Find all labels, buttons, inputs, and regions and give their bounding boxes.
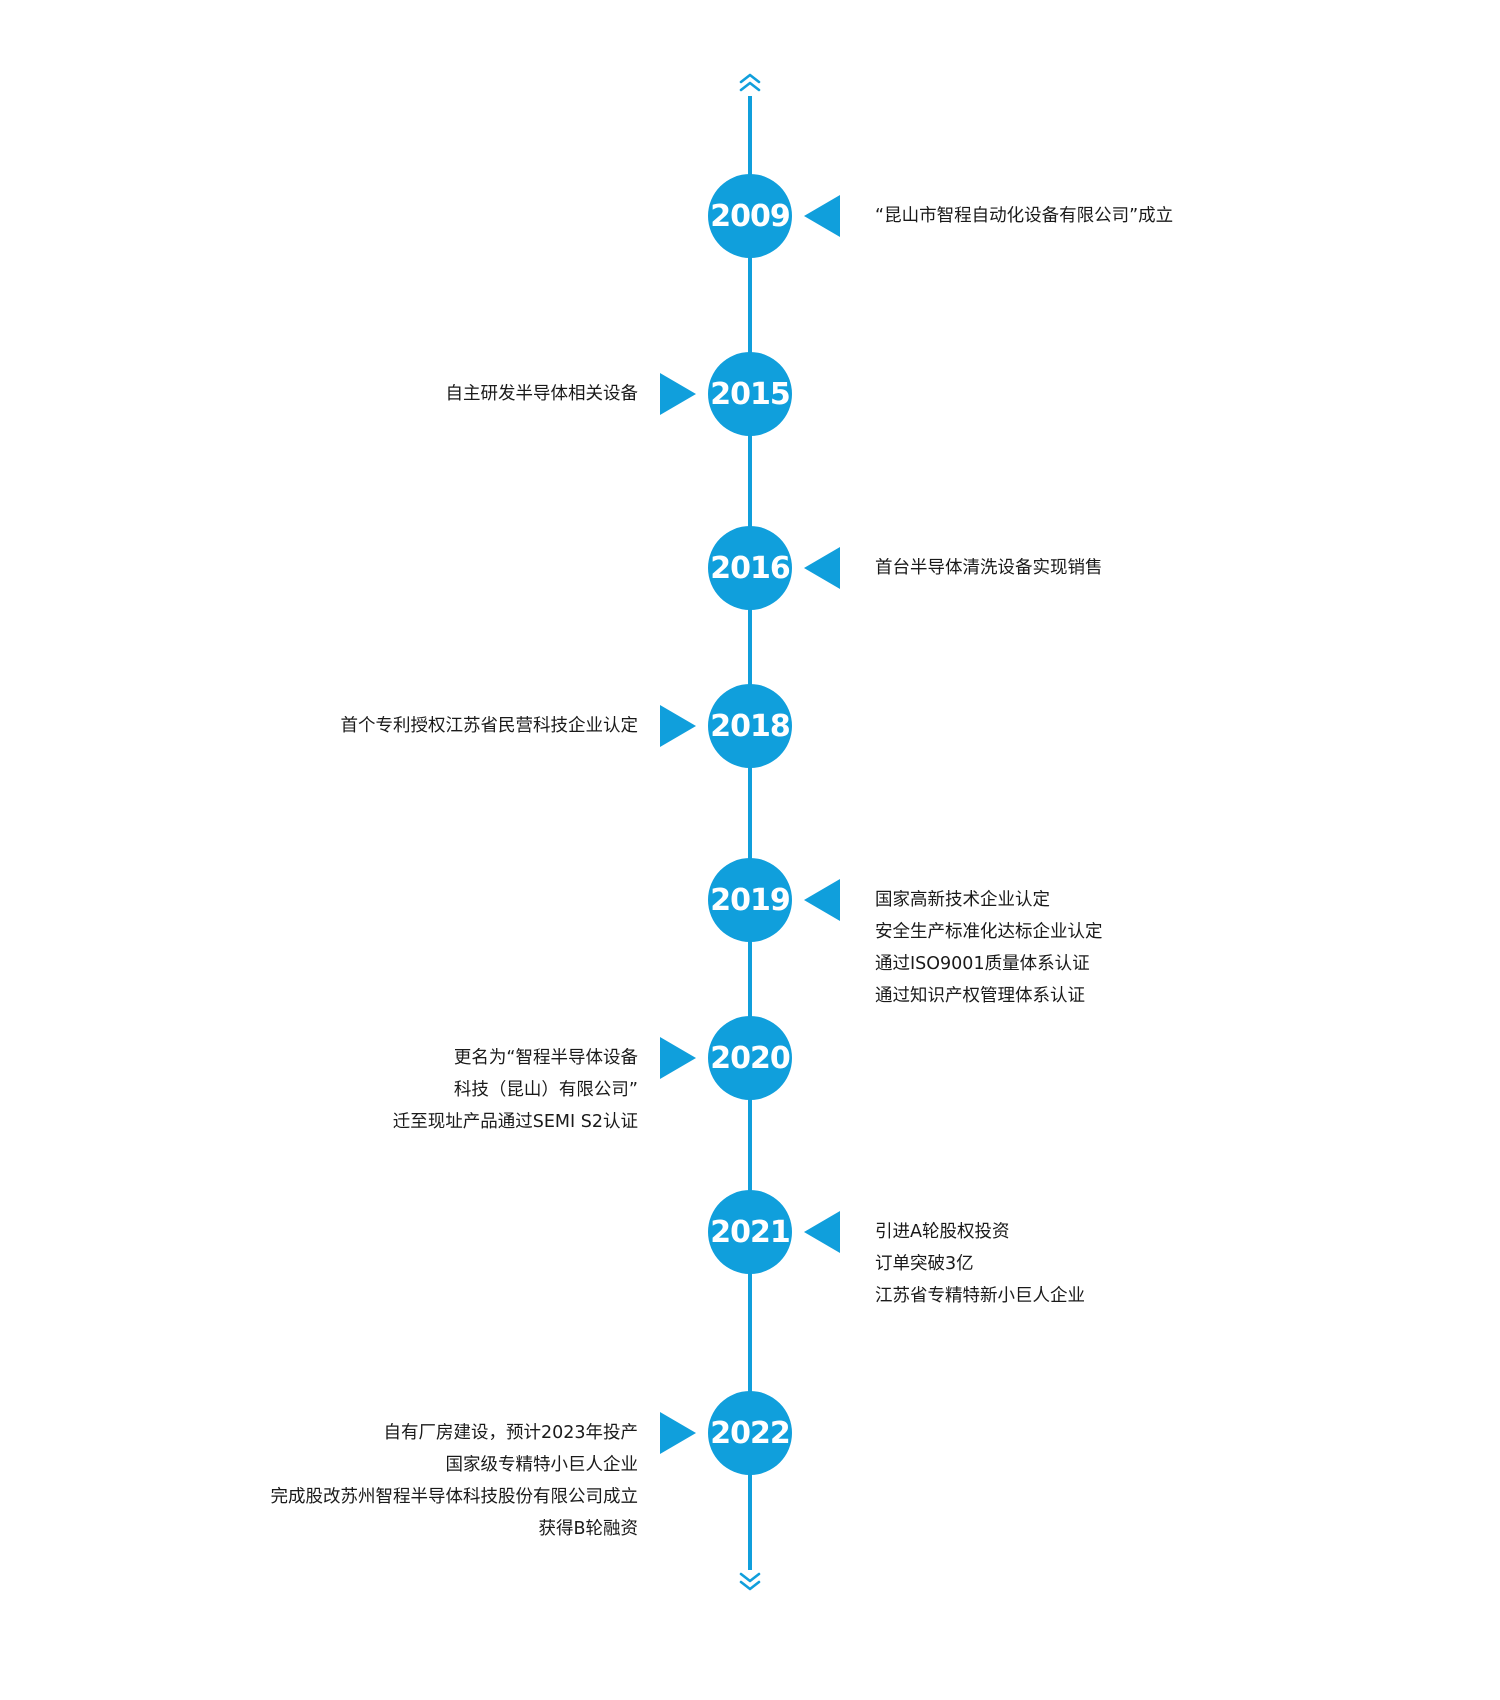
year-circle[interactable]: 2016	[708, 526, 792, 610]
milestone-line: 江苏省专精特新小巨人企业	[875, 1286, 1085, 1306]
milestone-line: 订单突破3亿	[875, 1254, 974, 1274]
chevron-double-up-icon[interactable]	[738, 70, 762, 94]
milestone-description: “昆山市智程自动化设备有限公司”成立	[875, 200, 1173, 232]
pointer-left-icon	[804, 1211, 840, 1253]
milestone-line: 引进A轮股权投资	[875, 1222, 1010, 1242]
pointer-right-icon	[660, 705, 696, 747]
milestone-description: 首个专利授权江苏省民营科技企业认定	[341, 710, 639, 742]
year-circle[interactable]: 2019	[708, 858, 792, 942]
year-circle[interactable]: 2020	[708, 1016, 792, 1100]
milestone-description: 首台半导体清洗设备实现销售	[875, 552, 1103, 584]
milestone-line: 安全生产标准化达标企业认定	[875, 922, 1103, 942]
year-circle[interactable]: 2021	[708, 1190, 792, 1274]
milestone-line: 科技（昆山）有限公司”	[453, 1080, 638, 1100]
milestone-description: 引进A轮股权投资订单突破3亿江苏省专精特新小巨人企业	[875, 1216, 1085, 1312]
pointer-right-icon	[660, 1037, 696, 1079]
milestone-line: 首台半导体清洗设备实现销售	[875, 558, 1103, 578]
milestone-line: 通过ISO9001质量体系认证	[875, 954, 1090, 974]
milestone-line: 首个专利授权江苏省民营科技企业认定	[340, 716, 639, 736]
year-circle[interactable]: 2018	[708, 684, 792, 768]
milestone-description: 自主研发半导体相关设备	[446, 378, 639, 410]
year-circle[interactable]: 2009	[708, 174, 792, 258]
timeline-axis	[748, 96, 752, 1570]
milestone-line: “昆山市智程自动化设备有限公司”成立	[875, 206, 1174, 226]
pointer-left-icon	[804, 195, 840, 237]
milestone-line: 国家级专精特小巨人企业	[445, 1455, 639, 1475]
pointer-right-icon	[660, 1412, 696, 1454]
year-circle[interactable]: 2015	[708, 352, 792, 436]
milestone-line: 自有厂房建设，预计2023年投产	[383, 1423, 638, 1443]
milestone-line: 自主研发半导体相关设备	[445, 384, 639, 404]
milestone-line: 完成股改苏州智程半导体科技股份有限公司成立	[270, 1487, 639, 1507]
milestone-line: 通过知识产权管理体系认证	[875, 986, 1085, 1006]
milestone-line: 迁至现址产品通过SEMI S2认证	[392, 1112, 638, 1132]
chevron-double-down-icon[interactable]	[738, 1570, 762, 1594]
year-circle[interactable]: 2022	[708, 1391, 792, 1475]
milestone-description: 自有厂房建设，预计2023年投产国家级专精特小巨人企业完成股改苏州智程半导体科技…	[271, 1417, 639, 1545]
pointer-left-icon	[804, 547, 840, 589]
milestone-line: 更名为“智程半导体设备	[453, 1048, 638, 1068]
milestone-line: 国家高新技术企业认定	[875, 890, 1050, 910]
milestone-description: 国家高新技术企业认定安全生产标准化达标企业认定通过ISO9001质量体系认证通过…	[875, 884, 1103, 1012]
pointer-right-icon	[660, 373, 696, 415]
milestone-line: 获得B轮融资	[538, 1519, 638, 1539]
pointer-left-icon	[804, 879, 840, 921]
milestone-description: 更名为“智程半导体设备科技（昆山）有限公司” 迁至现址产品通过SEMI S2认证	[393, 1042, 638, 1138]
